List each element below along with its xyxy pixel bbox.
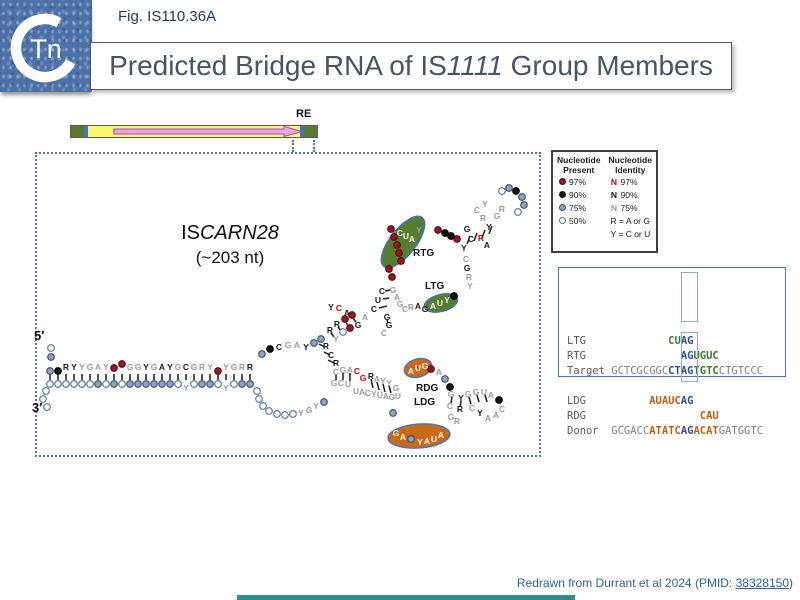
transposase-arrow <box>113 126 304 137</box>
gray-dot-icon <box>559 204 566 211</box>
guide-alignment-box: LTG CUAG RTG AGUGUC Target GCTCGCGGCCTAGTG… <box>558 267 786 437</box>
rna-structure-panel <box>35 152 541 457</box>
tn-logo-c-icon: Tn <box>10 13 80 83</box>
attribution-text: Redrawn from Durrant et al 2024 (PMID: 3… <box>517 576 793 590</box>
core-dinucleotide-box-top <box>680 272 699 322</box>
attribution-suffix: ) <box>789 576 793 590</box>
alignment-row: LDG AUAUCAG <box>567 395 694 407</box>
alignment-rows: LTG CUAG RTG AGUGUC Target GCTCGCGGCCTAGTG… <box>559 268 785 439</box>
element-name: ISCARN28 <box>140 222 320 245</box>
legend-row: 75% <box>559 201 605 214</box>
zoom-connector-right <box>313 140 315 152</box>
terminal-block-left <box>71 126 84 137</box>
terminal-block-right <box>304 126 317 137</box>
re-site-label: RE <box>296 108 312 120</box>
legend-row: 90% <box>559 188 605 201</box>
bottom-accent-bar <box>237 595 575 600</box>
open-dot-icon <box>559 217 566 224</box>
legend-row: 50% <box>559 214 605 227</box>
zoom-connector-left <box>292 140 294 152</box>
black-dot-icon <box>559 191 566 198</box>
subterminal-stripe-left <box>84 126 88 137</box>
alignment-row: Donor GCGACCATATCAGACATGATGGTC <box>567 425 764 437</box>
element-name-prefix: IS <box>181 222 200 244</box>
attribution-prefix: Redrawn from Durrant et al 2024 (PMID: <box>516 576 736 590</box>
element-name-italic: CARN28 <box>199 222 279 244</box>
three-prime-label: 3′ <box>32 400 43 415</box>
legend-present-column: 97% 90% 75% 50% <box>553 175 605 240</box>
five-prime-label: 5′ <box>34 328 45 343</box>
alignment-row <box>567 379 785 394</box>
legend-row: 97% <box>559 175 605 188</box>
title-italic: 1111 <box>446 50 503 81</box>
title-prefix: Predicted Bridge RNA of IS <box>109 50 447 81</box>
element-size: (~203 nt) <box>195 248 265 267</box>
alignment-row: LTG CUAG <box>567 335 694 347</box>
pmid-link[interactable]: 38328150 <box>735 576 789 590</box>
alignment-row: RDG CAU <box>567 410 719 422</box>
title-box: Predicted Bridge RNA of IS1111 Group Mem… <box>90 42 732 90</box>
figure-label: Fig. IS110.36A <box>118 8 217 25</box>
page-title: Predicted Bridge RNA of IS1111 Group Mem… <box>109 50 713 82</box>
red-dot-icon <box>559 178 566 185</box>
core-dinucleotide-box-bottom <box>680 332 699 382</box>
alignment-row: Target GCTCGCGGCCTAGTGTCCTGTCCC <box>567 365 764 377</box>
alignment-row: RTG AGUGUC <box>567 350 719 362</box>
tn-logo: Tn <box>0 0 92 92</box>
title-suffix: Group Members <box>502 50 713 81</box>
tn-logo-text: Tn <box>30 34 62 64</box>
legend-code: R = A or G <box>610 215 650 226</box>
legend-code: Y = C or U <box>610 228 651 239</box>
